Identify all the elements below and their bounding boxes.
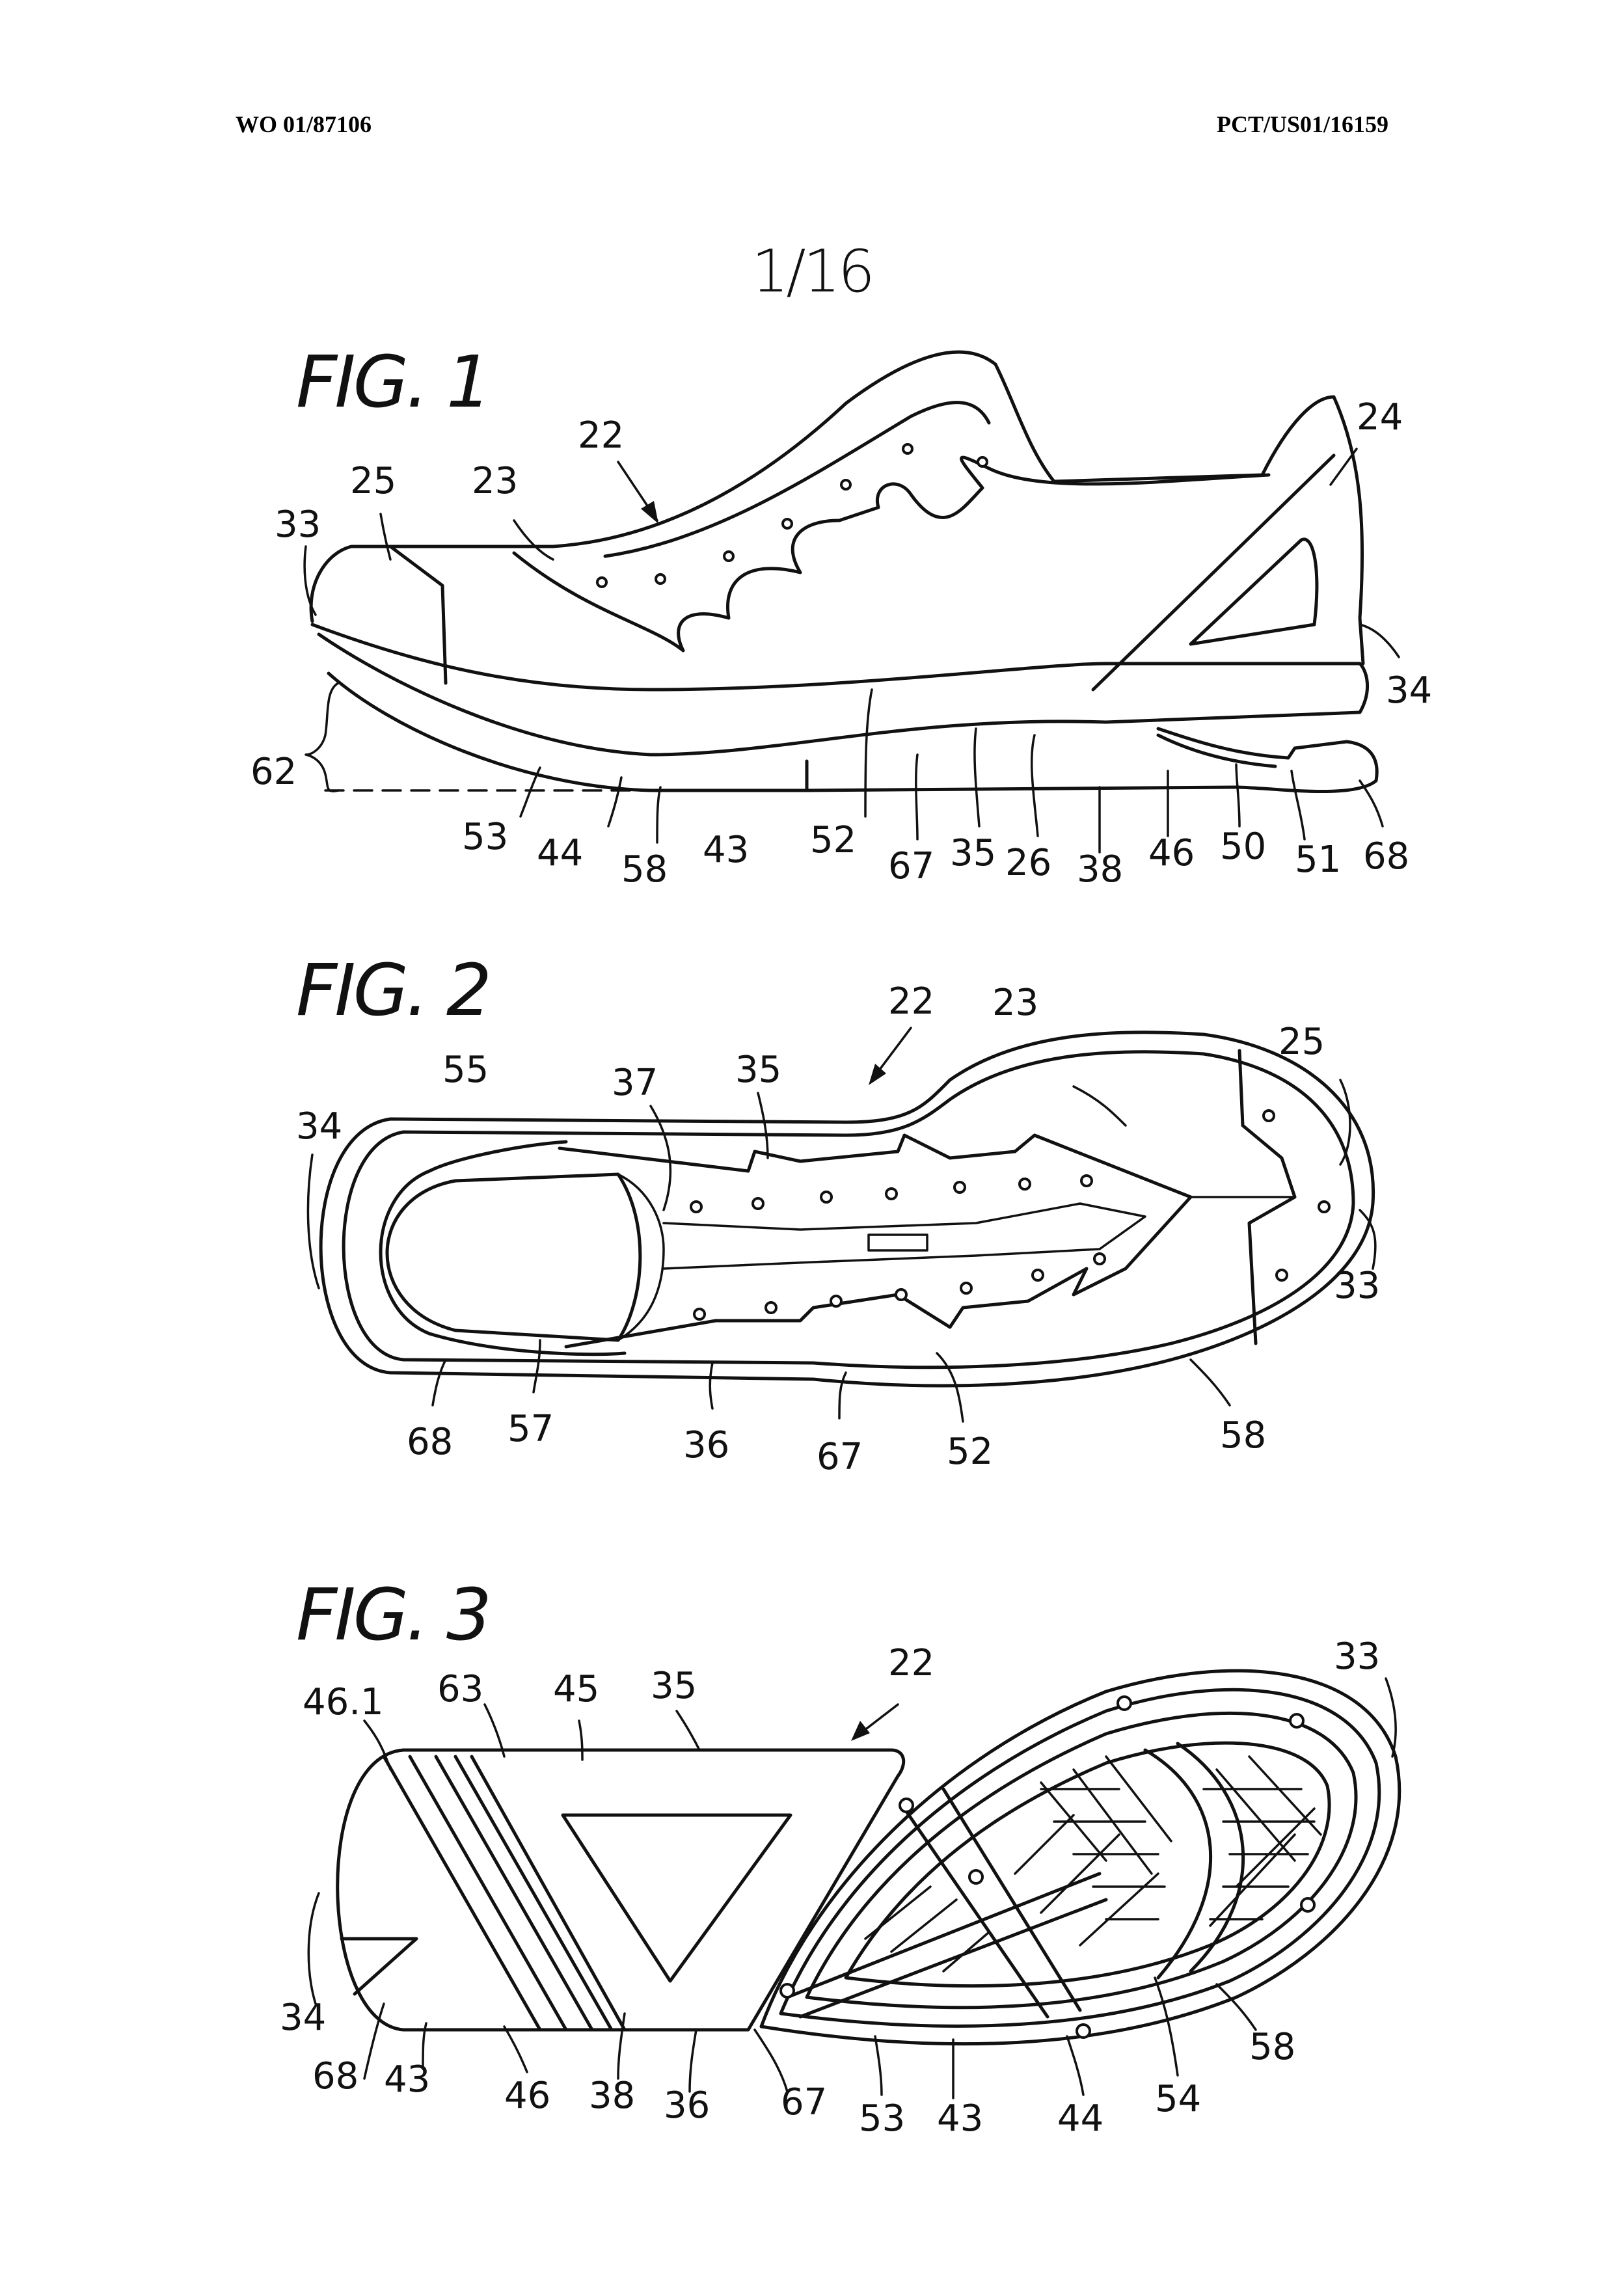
- fig3-screws: [781, 1697, 1314, 2038]
- figure-2: FIG. 2: [296, 949, 1380, 1478]
- fig2-lace-inner: [664, 1204, 1145, 1269]
- ref-numeral: 46.1: [303, 1681, 384, 1723]
- fig1-leaders: [304, 449, 1399, 852]
- ref-numeral: 63: [437, 1668, 483, 1710]
- fig1-midsole-bottom: [319, 634, 1368, 755]
- ref-numeral: 35: [950, 832, 996, 874]
- fig1-lace-hole: [724, 552, 733, 561]
- ref-numeral: 68: [407, 1421, 453, 1463]
- figure-1: FIG. 1 22 23: [250, 340, 1432, 891]
- ref-numeral: 58: [1220, 1414, 1266, 1457]
- ref-numeral: 50: [1220, 826, 1266, 868]
- fig3-heel-section: [338, 1750, 904, 2030]
- ref-numeral: 43: [384, 2058, 430, 2101]
- fig3-stripes: [384, 1757, 625, 2030]
- ref-numeral: 34: [280, 1997, 326, 2039]
- ref-numeral: 35: [735, 1049, 781, 1091]
- ref-numeral: 38: [1077, 848, 1123, 891]
- ref-numeral: 55: [442, 1049, 489, 1091]
- fig3-heel-tab: [342, 1939, 416, 1994]
- ref-numeral: 51: [1295, 839, 1341, 881]
- ref-numeral: 25: [1279, 1021, 1325, 1063]
- figure-3-label: FIG. 3: [296, 1573, 489, 1656]
- figure-1-label: FIG. 1: [296, 340, 489, 424]
- figure-2-label: FIG. 2: [296, 949, 489, 1032]
- ref-numeral: 33: [1334, 1265, 1380, 1307]
- ref-numeral: 23: [992, 982, 1038, 1024]
- figure-3: FIG. 3 33 22 46.1: [280, 1573, 1400, 2140]
- ref-numeral: 36: [664, 2084, 710, 2127]
- ref-numeral: 36: [683, 1424, 729, 1466]
- ref-numeral: 35: [651, 1665, 697, 1707]
- ref-numeral: 54: [1155, 2078, 1201, 2120]
- fig1-arrow-head: [641, 501, 658, 524]
- ref-numeral: 43: [703, 829, 749, 871]
- ref-numeral: 24: [1357, 396, 1403, 438]
- ref-numeral: 58: [1249, 2026, 1295, 2068]
- fig1-lace-hole: [841, 480, 850, 489]
- fig2-lace-upper: [560, 1135, 1191, 1347]
- ref-numeral: 67: [817, 1436, 863, 1478]
- ref-numeral: 52: [810, 819, 856, 861]
- ref-numeral: 67: [888, 845, 934, 887]
- fig3-arc-bar: [1145, 1744, 1243, 1978]
- ref-numeral: 68: [1363, 835, 1409, 878]
- fig3-forefoot-rim1: [781, 1690, 1379, 2026]
- fig1-lace-hole: [656, 574, 665, 584]
- fig2-inner-outline: [344, 1052, 1353, 1368]
- fig3-arrow-head: [851, 1721, 870, 1741]
- ref-numeral: 45: [553, 1668, 599, 1710]
- fig1-eyestay: [514, 457, 1269, 651]
- fig1-lace-hole: [903, 444, 912, 453]
- fig1-lace-hole: [783, 519, 792, 528]
- fig1-heel-flex: [1158, 729, 1295, 766]
- fig2-insole: [387, 1174, 640, 1340]
- ref-numeral: 34: [1386, 669, 1432, 712]
- ref-numeral: 44: [537, 832, 583, 874]
- ref-numeral: 46: [504, 2075, 550, 2117]
- fig1-lace-hole: [978, 457, 987, 466]
- fig1-lace-hole: [597, 578, 606, 587]
- ref-numeral: 33: [1334, 1636, 1380, 1678]
- ref-numeral: 38: [589, 2075, 635, 2117]
- ref-numeral: 53: [859, 2097, 905, 2140]
- ref-numeral: 22: [888, 1642, 934, 1684]
- ref-numeral: 62: [250, 751, 297, 793]
- ref-numeral: 58: [621, 848, 668, 891]
- ref-numeral: 46: [1148, 832, 1195, 874]
- ref-numeral: 34: [296, 1105, 342, 1148]
- ref-numeral: 52: [947, 1431, 993, 1473]
- ref-numeral: 25: [350, 460, 396, 502]
- ref-numeral: 44: [1057, 2097, 1103, 2140]
- ref-numeral: 22: [888, 980, 934, 1023]
- ref-numeral: 26: [1005, 842, 1051, 884]
- fig1-outsole: [329, 673, 1377, 792]
- ref-numeral: 33: [275, 504, 321, 546]
- ref-numeral: 43: [937, 2097, 983, 2140]
- fig2-eyelets: [691, 1111, 1329, 1319]
- fig1-heel-counter: [1093, 455, 1334, 690]
- fig1-bracket-62: [306, 683, 338, 791]
- fig3-triangle: [563, 1815, 791, 1981]
- ref-numeral: 57: [508, 1408, 554, 1450]
- ref-numeral: 67: [781, 2081, 827, 2123]
- ref-numeral: 23: [472, 460, 518, 502]
- ref-numeral: 22: [578, 414, 624, 457]
- fig2-arrow-head: [869, 1064, 886, 1085]
- fig3-forefoot-rim3: [846, 1743, 1329, 1986]
- fig3-forefoot-rim2: [807, 1713, 1356, 2007]
- fig2-logo-tab: [869, 1235, 927, 1250]
- fig2-collar: [381, 1142, 625, 1354]
- ref-numeral: 37: [612, 1062, 658, 1104]
- ref-numeral: 53: [462, 816, 508, 858]
- ref-numeral: 68: [312, 2055, 359, 2097]
